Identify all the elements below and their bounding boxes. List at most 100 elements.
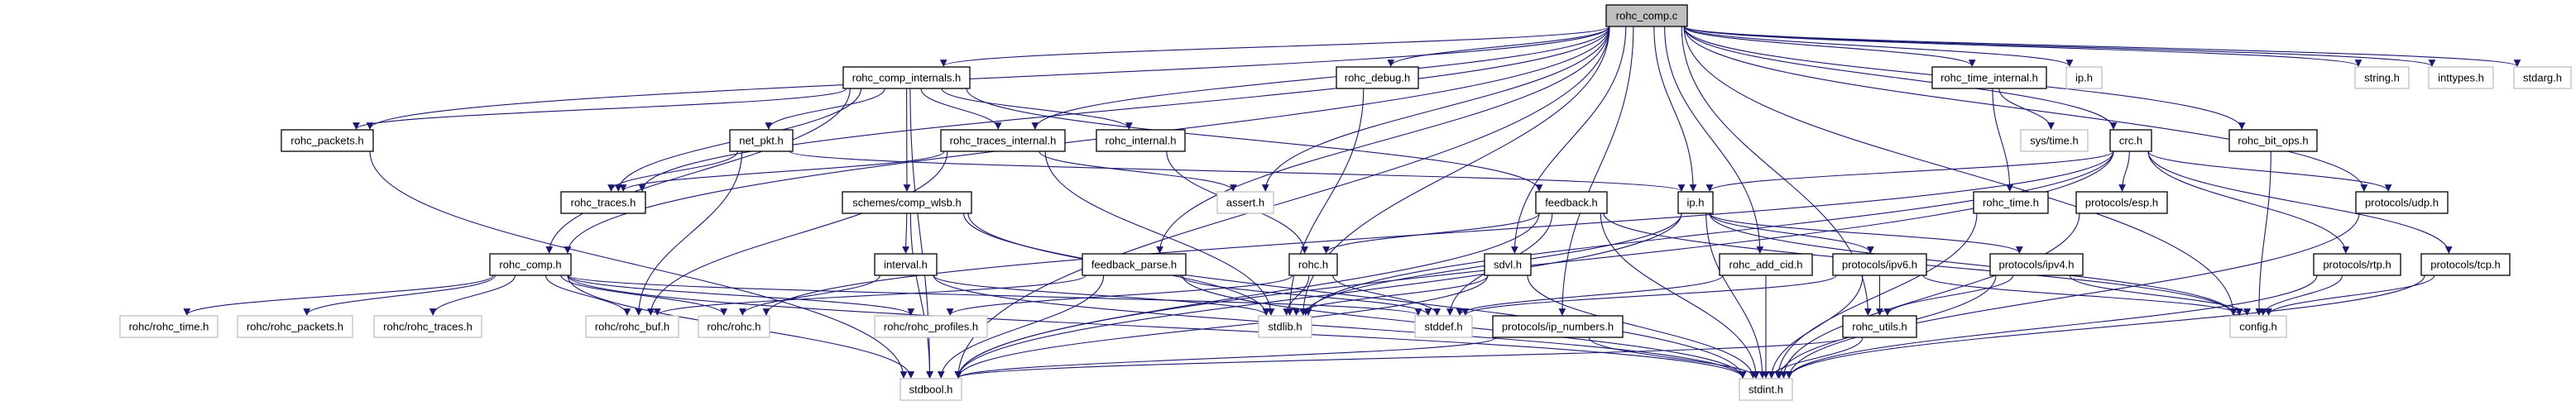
node-protocols-tcp-h[interactable]: protocols/tcp.h <box>2420 253 2511 276</box>
node-box <box>2513 66 2572 89</box>
edge-rohc_comp_internals_h-to-rohc_internal_h <box>941 88 1133 130</box>
node-rohc-debug-h[interactable]: rohc_debug.h <box>1336 66 1419 89</box>
node-box <box>2313 253 2401 276</box>
node-sdvl-h[interactable]: sdvl.h <box>1484 253 1532 276</box>
edge-ip_h-to-protocols_ipv4_h <box>1709 212 2023 254</box>
edge-rohc_comp_h-to-stddef_h <box>567 274 1422 316</box>
node-box <box>2075 191 2168 214</box>
node-box <box>2109 129 2152 152</box>
node-protocols-ipv6-h[interactable]: protocols/ipv6.h <box>1832 253 1927 276</box>
node-rohc-comp-c[interactable]: rohc_comp.c <box>1605 4 1688 27</box>
node-feedback-h[interactable]: feedback.h <box>1535 191 1608 214</box>
node-label: sys/time.h <box>2030 134 2079 146</box>
edge-feedback_h-to-rohc_h <box>1322 212 1540 254</box>
node-rohc-add-cid-h[interactable]: rohc_add_cid.h <box>1719 253 1813 276</box>
node-label: rohc_traces_internal.h <box>950 134 1057 146</box>
node-protocols-ip-numbers-h[interactable]: protocols/ip_numbers.h <box>1492 315 1624 338</box>
node-box <box>585 315 679 338</box>
edge-rohc_comp_c-to-stdbool_h <box>954 26 1610 379</box>
node-sys-time-h: sys/time.h <box>2020 129 2089 152</box>
node-rohc-rohc-buf-h: rohc/rohc_buf.h <box>585 315 679 338</box>
node-rohc-utils-h[interactable]: rohc_utils.h <box>1842 315 1917 338</box>
edge-rohc_comp_c-to-rohc_traces_internal_h <box>1031 26 1610 130</box>
edge-feedback_parse_h-to-stdbool_h <box>937 274 1105 379</box>
edge-crc_h-to-protocols_rtp_h <box>2147 150 2350 254</box>
node-protocols-rtp-h[interactable]: protocols/rtp.h <box>2313 253 2401 276</box>
node-label: rohc_bit_ops.h <box>2238 134 2308 146</box>
node-box <box>1096 129 1186 152</box>
node-rohc-comp-h[interactable]: rohc_comp.h <box>489 253 572 276</box>
node-label: protocols/ip_numbers.h <box>1502 320 1614 332</box>
node-protocols-esp-h[interactable]: protocols/esp.h <box>2075 191 2168 214</box>
node-box <box>560 191 646 214</box>
node-schemes-comp-wlsb-h[interactable]: schemes/comp_wlsb.h <box>842 191 972 214</box>
edge-protocols_ipv4_h-to-rohc_utils_h <box>1883 274 2014 316</box>
node-label: rohc/rohc_traces.h <box>383 320 473 332</box>
node-rohc-rohc-time-h: rohc/rohc_time.h <box>119 315 218 338</box>
node-rohc-internal-h[interactable]: rohc_internal.h <box>1096 129 1186 152</box>
edge-rohc_comp_h-to-rohc_rohc_time_h <box>183 274 494 316</box>
edge-rohc_comp_c-to-rohc_add_cid_h <box>1664 26 1764 254</box>
node-rohc-comp-internals-h[interactable]: rohc_comp_internals.h <box>842 66 971 89</box>
edge-rohc_comp_internals_h-to-rohc_packets_h <box>353 88 847 130</box>
edge-crc_h-to-rohc_rohc_h <box>762 150 2114 316</box>
node-box <box>1973 191 2049 214</box>
node-config-h: config.h <box>2229 315 2287 338</box>
node-box <box>237 315 353 338</box>
node-interval-h[interactable]: interval.h <box>874 253 938 276</box>
edge-protocols_ip_numbers_h-to-stdint_h <box>1588 337 1759 379</box>
edge-rohc_comp_h-to-stdint_h <box>567 274 1747 379</box>
node-box <box>729 129 794 152</box>
node-box <box>842 191 972 214</box>
edge-rohc_comp_h-to-rohc_rohc_profiles_h <box>567 274 915 316</box>
node-label: rohc_utils.h <box>1852 320 1907 332</box>
node-rohc-traces-internal-h[interactable]: rohc_traces_internal.h <box>940 129 1066 152</box>
node-net-pkt-h[interactable]: net_pkt.h <box>729 129 794 152</box>
node-box <box>1484 253 1532 276</box>
node-box <box>1832 253 1927 276</box>
node-box <box>874 253 938 276</box>
node-label: feedback_parse.h <box>1091 258 1177 270</box>
node-rohc-bit-ops-h[interactable]: rohc_bit_ops.h <box>2228 129 2318 152</box>
node-label: rohc_time.h <box>1983 196 2039 208</box>
node-rohc-time-internal-h[interactable]: rohc_time_internal.h <box>1931 66 2047 89</box>
edge-crc_h-to-protocols_esp_h <box>2118 150 2130 192</box>
edge-protocols_esp_h-to-stdint_h <box>1780 212 2080 379</box>
node-rohc-time-h[interactable]: rohc_time.h <box>1973 191 2049 214</box>
edge-interval_h-to-stdlib_h <box>933 274 1270 316</box>
edge-rohc_traces_internal_h-to-rohc_rohc_buf_h <box>647 150 948 316</box>
node-feedback-parse-h[interactable]: feedback_parse.h <box>1082 253 1187 276</box>
node-label: rohc_comp_internals.h <box>852 71 962 84</box>
edge-rohc_debug_h-to-stdlib_h <box>1286 88 1365 316</box>
node-label: stdarg.h <box>2523 71 2562 84</box>
node-rohc-rohc-packets-h: rohc/rohc_packets.h <box>237 315 353 338</box>
edge-rohc_comp_internals_h-to-rohc_comp_h <box>545 88 851 254</box>
node-crc-h[interactable]: crc.h <box>2109 129 2152 152</box>
edge-protocols_tcp_h-to-config_h <box>2265 274 2435 316</box>
edge-rohc_comp_c-to-assert_h <box>1261 26 1610 192</box>
node-protocols-ipv4-h[interactable]: protocols/ipv4.h <box>1989 253 2084 276</box>
node-rohc-rohc-traces-h: rohc/rohc_traces.h <box>373 315 482 338</box>
node-rohc-h[interactable]: rohc.h <box>1288 253 1338 276</box>
edge-rohc_comp_c-to-rohc_time_internal_h <box>1683 26 1976 67</box>
edge-rohc_comp_c-to-rohc_comp_internals_h <box>940 26 1610 67</box>
edge-rohc_packets_h-to-stdbool_h <box>369 150 908 379</box>
edge-rohc_utils_h-to-stdint_h <box>1768 337 1864 379</box>
edge-protocols_tcp_h-to-stdint_h <box>1785 274 2425 379</box>
edge-rohc_comp_c-to-rohc_debug_h <box>1387 26 1610 67</box>
node-protocols-udp-h[interactable]: protocols/udp.h <box>2355 191 2449 214</box>
edge-rohc_comp_c-to-rohc_traces_h <box>638 26 1610 192</box>
node-box <box>874 315 988 338</box>
node-box <box>1842 315 1917 338</box>
edge-rohc_comp_c-to-config_h <box>1683 26 2238 316</box>
node-label: rohc/rohc.h <box>707 320 760 332</box>
edge-ip_h-to-stdbool_h <box>954 212 1682 379</box>
node-box <box>940 129 1066 152</box>
node-rohc-packets-h[interactable]: rohc_packets.h <box>281 129 374 152</box>
node-ip-h[interactable]: ip.h <box>1677 191 1714 214</box>
edge-rohc_comp_h-to-rohc_rohc_traces_h <box>429 274 516 316</box>
edge-rohc_comp_h-to-rohc_rohc_buf_h <box>544 274 631 316</box>
node-rohc-traces-h[interactable]: rohc_traces.h <box>560 191 646 214</box>
